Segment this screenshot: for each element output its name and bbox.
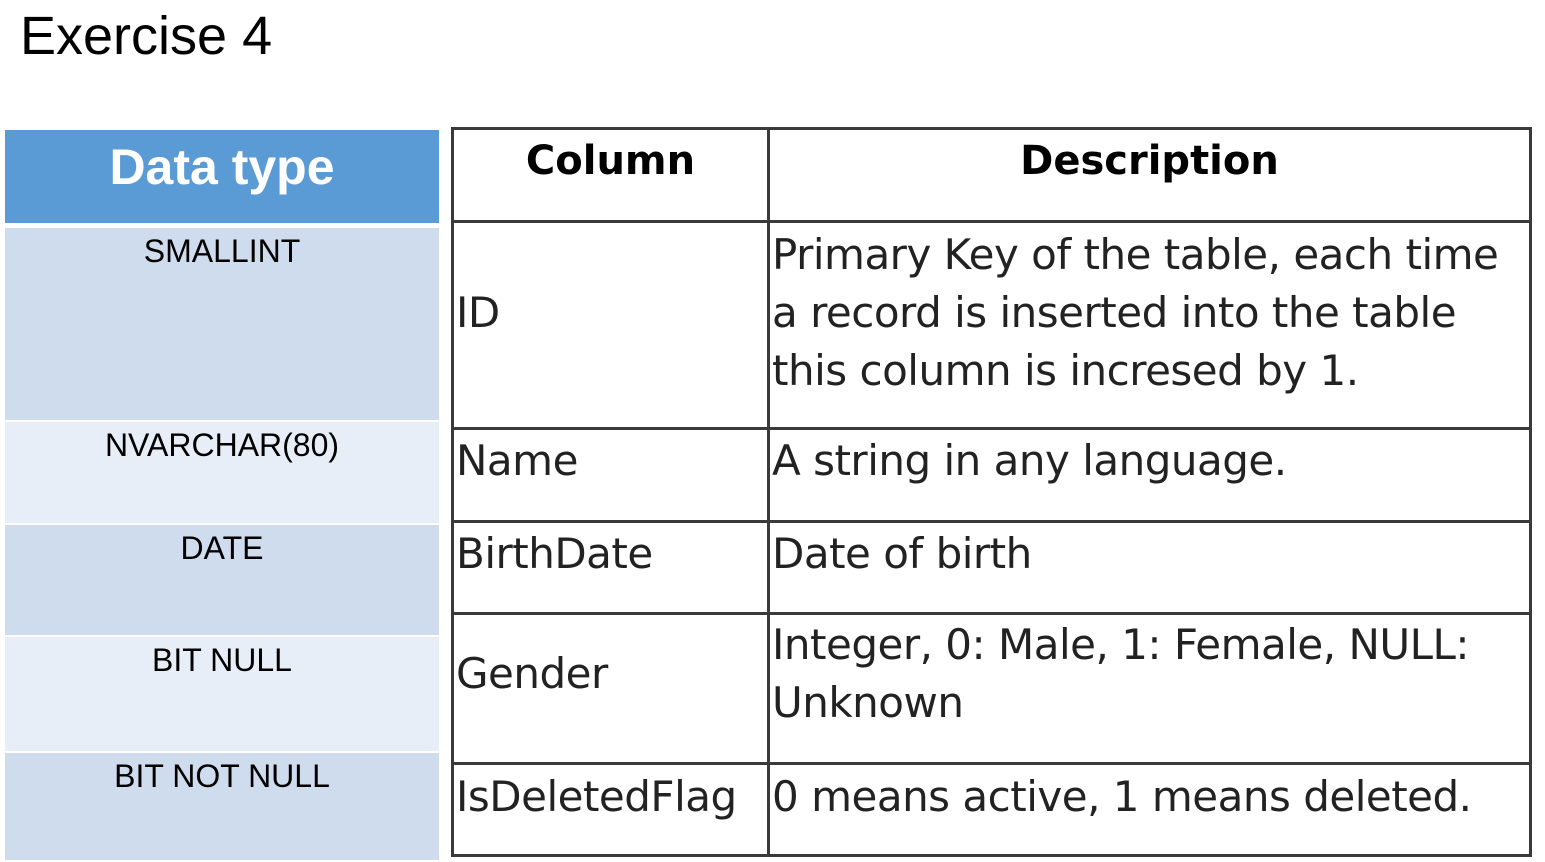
data-type-cell: DATE xyxy=(5,525,439,635)
column-cell: Gender xyxy=(456,649,608,698)
description-line: Date of birth xyxy=(772,529,1032,578)
description-line: A string in any language. xyxy=(772,436,1287,485)
data-type-header: Data type xyxy=(5,130,439,223)
data-type-cell: SMALLINT xyxy=(5,228,439,420)
description-line: a record is inserted into the table xyxy=(772,288,1457,337)
table-divider xyxy=(451,520,1532,523)
table-divider xyxy=(767,127,770,857)
column-cell: IsDeletedFlag xyxy=(456,772,737,821)
data-type-table: Data type SMALLINT NVARCHAR(80) DATE BIT… xyxy=(5,130,439,860)
data-type-cell: BIT NULL xyxy=(5,637,439,751)
data-type-cell: BIT NOT NULL xyxy=(5,753,439,860)
column-cell: ID xyxy=(456,288,500,337)
column-cell: BirthDate xyxy=(456,529,653,578)
description-line: 0 means active, 1 means deleted. xyxy=(772,772,1472,821)
table-border xyxy=(1529,127,1532,857)
table-divider xyxy=(451,427,1532,430)
column-description-table: Column Description ID Primary Key of the… xyxy=(451,127,1532,858)
column-header: Column xyxy=(525,138,696,184)
data-type-cell: NVARCHAR(80) xyxy=(5,422,439,523)
column-cell: Name xyxy=(456,436,578,485)
table-divider xyxy=(451,762,1532,765)
description-line: Unknown xyxy=(772,678,964,727)
table-border xyxy=(451,854,1532,857)
description-header: Description xyxy=(1020,138,1279,184)
description-line: this column is incresed by 1. xyxy=(772,346,1359,395)
page-title: Exercise 4 xyxy=(20,6,273,66)
table-border xyxy=(451,127,1532,130)
table-border xyxy=(451,127,454,857)
description-line: Primary Key of the table, each time xyxy=(772,230,1499,279)
table-divider xyxy=(451,220,1532,223)
description-line: Integer, 0: Male, 1: Female, NULL: xyxy=(772,620,1470,669)
table-divider xyxy=(451,612,1532,615)
